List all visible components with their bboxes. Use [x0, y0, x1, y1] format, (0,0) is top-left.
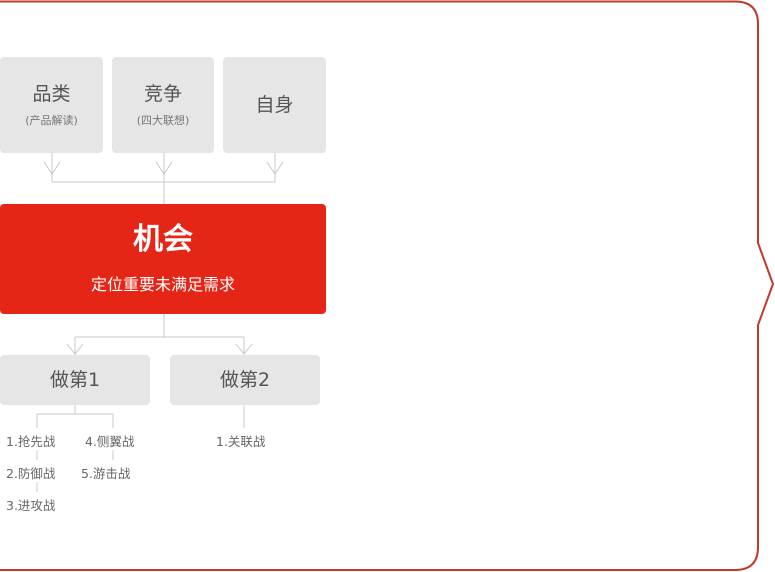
opportunity-box: 机会 定位重要未满足需求 [0, 204, 326, 314]
strategy-second-title: 做第2 [219, 369, 271, 391]
competition-subtitle: (四大联想) [136, 113, 190, 127]
opportunity-subtitle: 定位重要未满足需求 [90, 275, 235, 294]
tactic-item: 5.游击战 [81, 466, 131, 481]
opportunity-title: 机会 [133, 222, 193, 257]
tactic-item: 4.侧翼战 [85, 434, 135, 449]
category-title: 品类 [32, 82, 71, 105]
tactic-item: 3.进攻战 [6, 498, 56, 513]
self-box: 自身 [223, 57, 326, 153]
self-title: 自身 [255, 94, 294, 116]
competition-box: 竞争 (四大联想) [112, 57, 214, 153]
tactic-item: 2.防御战 [6, 466, 56, 481]
strategy-first-box: 做第1 [0, 355, 150, 405]
category-subtitle: (产品解读) [25, 113, 78, 127]
strategy-first-title: 做第1 [49, 369, 101, 391]
category-box: 品类 (产品解读) [0, 57, 103, 153]
tactic-item: 1.关联战 [216, 434, 266, 449]
strategy-second-box: 做第2 [170, 355, 320, 405]
competition-title: 竞争 [143, 82, 182, 105]
tactic-item: 1.抢先战 [6, 434, 56, 449]
